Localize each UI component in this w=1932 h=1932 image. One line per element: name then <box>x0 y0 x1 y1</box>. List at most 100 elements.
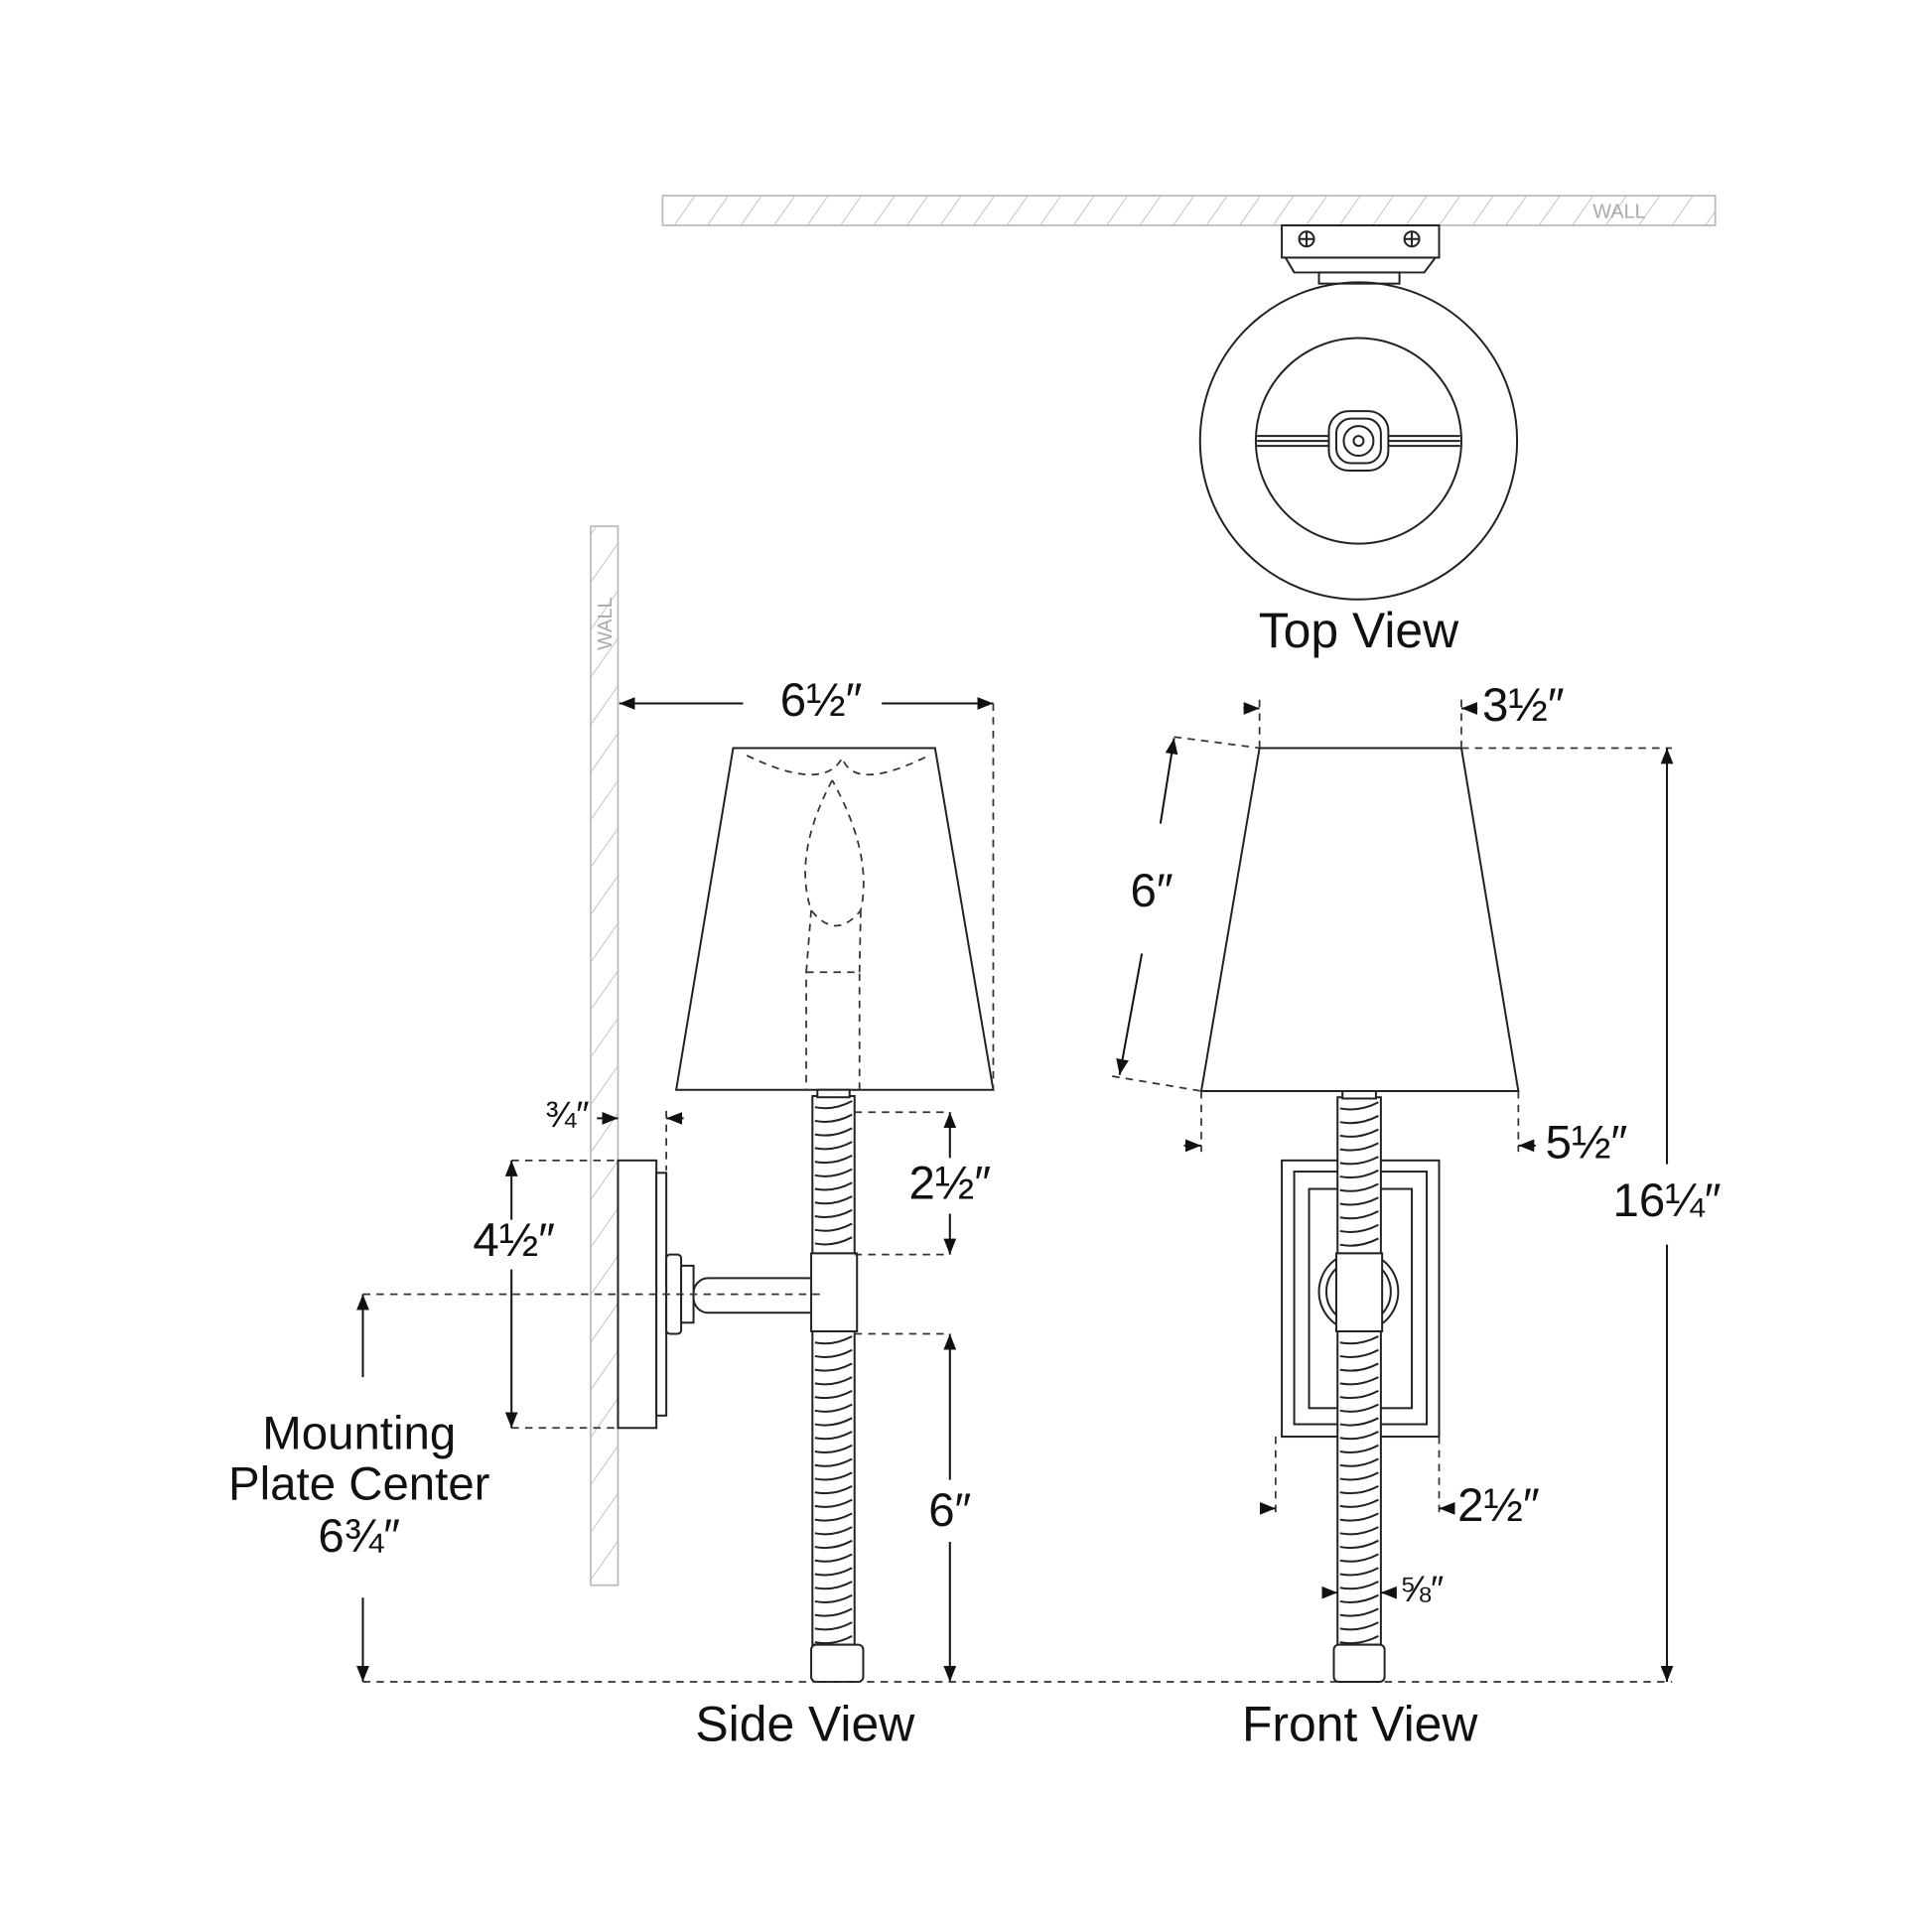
rope-twist <box>1339 1223 1379 1233</box>
rope-twist <box>1339 1156 1379 1166</box>
rope-twist <box>1339 1526 1379 1536</box>
dim-line <box>1116 953 1144 1075</box>
side-view: WALL 6½″ ¾″ 4½″ Mounting Plate Center 6¾… <box>228 525 1673 1751</box>
rope-twist <box>814 1100 853 1110</box>
rope-twist <box>1339 1210 1379 1220</box>
screw-icon <box>1298 230 1315 248</box>
rope-twist <box>814 1335 853 1345</box>
rope-twist <box>814 1621 853 1631</box>
rope-twist <box>814 1553 853 1563</box>
rope-twist <box>814 1593 853 1603</box>
rope-twist <box>1339 1115 1379 1125</box>
rope-twist <box>814 1471 853 1481</box>
side-view-title: Side View <box>695 1696 915 1751</box>
rope-twist <box>814 1348 853 1358</box>
rope-twist <box>814 1431 853 1441</box>
finial-ornament <box>1327 410 1390 473</box>
top-wall-label: WALL <box>1592 202 1646 223</box>
side-wall-label: WALL <box>595 597 617 650</box>
mount-neck <box>1317 271 1401 285</box>
rope-twist <box>814 1154 853 1165</box>
extension-line <box>854 1111 950 1335</box>
rope-twist <box>814 1195 853 1205</box>
rope-twist <box>1339 1539 1379 1550</box>
rope-twist <box>1339 1142 1379 1152</box>
rope-twist <box>1339 1553 1379 1563</box>
extension-line <box>1258 699 1462 749</box>
front-view: 3½″ 6″ 5½″ 16¼″ 2½″ ⅝″ Front View <box>1112 679 1722 1751</box>
rope-twist <box>1339 1417 1379 1427</box>
shade-outer-circle <box>1198 281 1519 601</box>
rope-twist <box>1339 1444 1379 1454</box>
dim-side-projection: ¾″ <box>545 1093 589 1135</box>
rope-twist <box>814 1168 853 1177</box>
rope-twist <box>1339 1376 1379 1386</box>
dim-side-arm-top: 2½″ <box>908 1158 991 1210</box>
front-base <box>1332 1643 1386 1684</box>
rope-twist <box>814 1498 853 1508</box>
rope-twist <box>1339 1237 1379 1247</box>
rope-twist <box>814 1417 853 1427</box>
extension-line <box>511 1159 619 1430</box>
rope-twist <box>814 1607 853 1617</box>
extension-line <box>1200 1090 1520 1153</box>
rope-twist <box>814 1141 853 1151</box>
rope-twist <box>1339 1607 1379 1617</box>
rope-twist <box>814 1208 853 1218</box>
rope-twist <box>1339 1485 1379 1495</box>
rope-twist <box>814 1389 853 1400</box>
rope-twist <box>814 1526 853 1536</box>
side-collar <box>810 1252 859 1332</box>
front-rope-upper <box>1336 1096 1382 1255</box>
rope-twist <box>1339 1348 1379 1358</box>
rope-twist <box>1339 1128 1379 1138</box>
rope-twist <box>1339 1567 1379 1577</box>
dim-line <box>1159 738 1178 824</box>
dim-side-plate-height: 4½″ <box>473 1214 555 1267</box>
mount-block <box>1281 224 1441 259</box>
rope-twist <box>814 1512 853 1522</box>
rope-twist <box>814 1403 853 1413</box>
rope-twist <box>814 1181 853 1191</box>
extension-line <box>1112 736 1260 1092</box>
mount-step <box>1284 256 1438 274</box>
front-shade <box>1199 747 1520 1092</box>
rope-twist <box>1339 1498 1379 1508</box>
rope-twist <box>1339 1471 1379 1481</box>
rope-twist <box>1339 1512 1379 1522</box>
front-collar <box>1334 1252 1384 1332</box>
rope-twist <box>814 1457 853 1467</box>
rope-twist <box>1339 1403 1379 1413</box>
rope-twist <box>814 1567 853 1577</box>
rope-twist <box>1339 1621 1379 1631</box>
top-wall <box>661 195 1717 226</box>
dim-front-plate-width: 2½″ <box>1457 1479 1540 1532</box>
mounting-label-3: 6¾″ <box>318 1510 400 1563</box>
rope-twist <box>1339 1196 1379 1206</box>
dim-front-overall-height: 16¼″ <box>1613 1174 1722 1227</box>
shade-inner-circle <box>1254 337 1462 545</box>
rope-twist <box>814 1222 853 1232</box>
dim-front-shade-bottom: 5½″ <box>1546 1116 1628 1169</box>
front-view-title: Front View <box>1242 1696 1478 1751</box>
rope-twist <box>814 1127 853 1137</box>
rope-twist <box>1339 1581 1379 1590</box>
rope-twist <box>1339 1431 1379 1441</box>
rope-twist <box>1339 1169 1379 1179</box>
top-view: WALL Top View <box>661 195 1717 658</box>
rope-twist <box>1339 1182 1379 1192</box>
side-base <box>810 1643 865 1684</box>
front-cap <box>1341 1089 1377 1100</box>
side-shade <box>674 747 995 1091</box>
dim-front-stem-width: ⅝″ <box>1400 1568 1444 1609</box>
rope-twist <box>814 1539 853 1550</box>
side-wall <box>590 525 620 1587</box>
top-view-title: Top View <box>1259 603 1459 658</box>
rope-twist <box>814 1581 853 1590</box>
side-cap <box>816 1088 851 1099</box>
rope-twist <box>1339 1634 1379 1645</box>
screw-icon <box>1403 230 1421 248</box>
rope-twist <box>814 1376 853 1386</box>
rope-twist <box>1339 1389 1379 1400</box>
